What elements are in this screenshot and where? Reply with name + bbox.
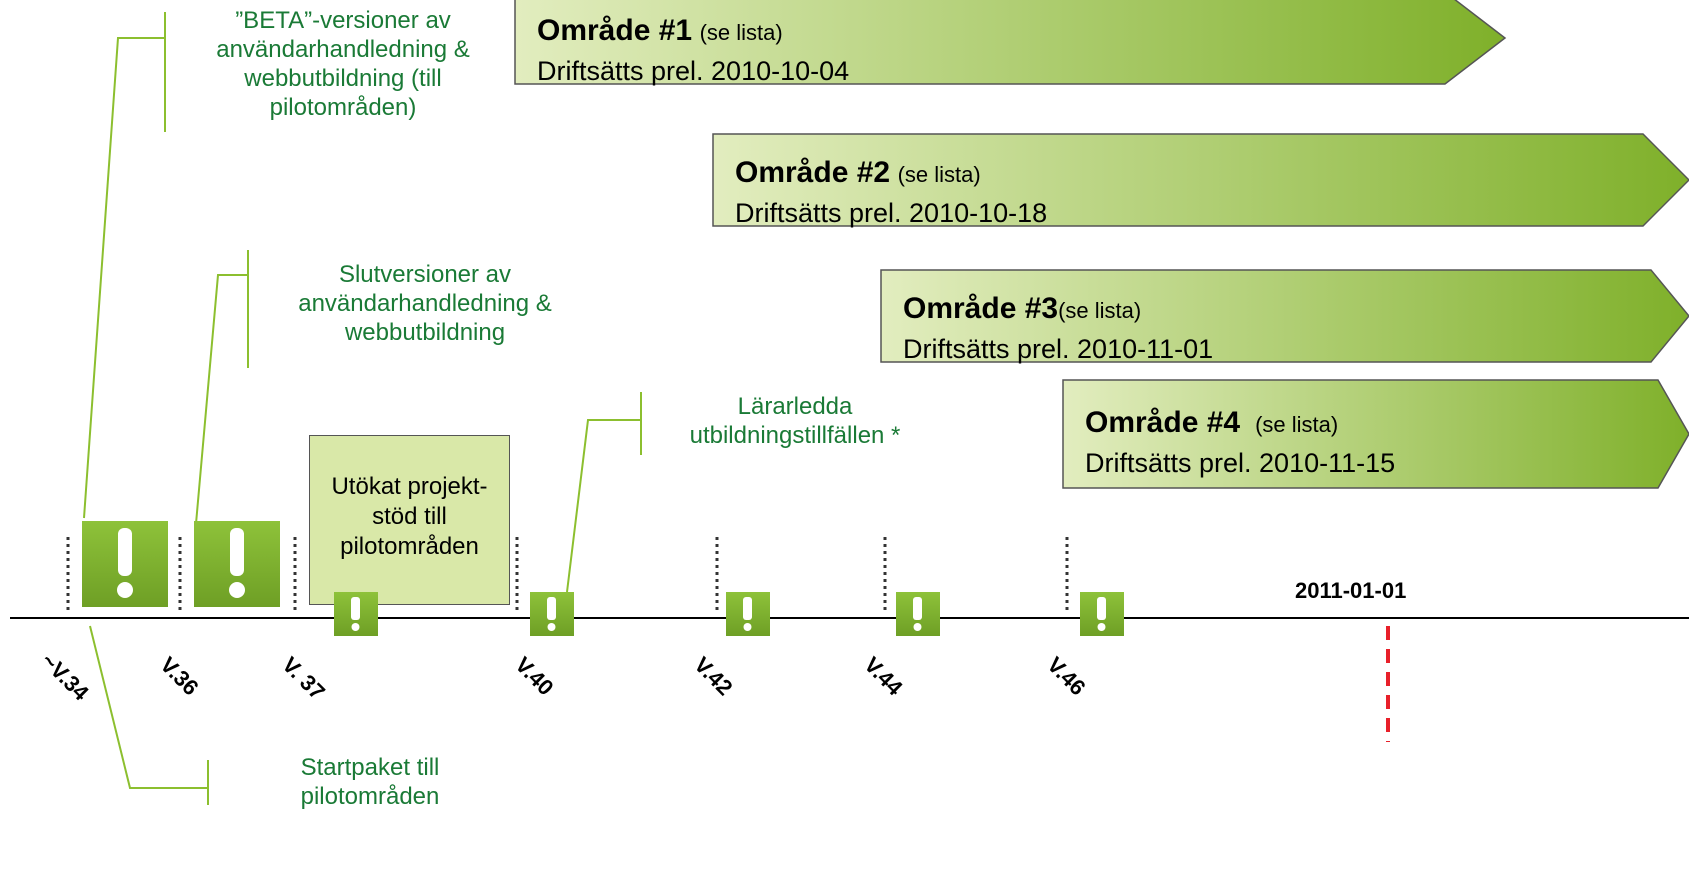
support-box: Utökat projekt-stöd till pilotområden — [309, 435, 510, 605]
area-arrow-2: Område #2 (se lista) Driftsätts prel. 201… — [712, 133, 1689, 228]
area-title: Område #1 — [537, 14, 693, 47]
deadline-label: 2011-01-01 — [1295, 578, 1407, 603]
area-arrow-1: Område #1 (se lista) Driftsätts prel. 201… — [514, 0, 1507, 86]
area-note: (se lista) — [699, 20, 783, 45]
callout-teacher-led: Lärarledda utbildningstillfällen * — [689, 393, 901, 449]
area-date: Driftsätts prel. 2010-11-01 — [903, 334, 1214, 364]
area-title: Område #3 — [903, 292, 1059, 325]
callout-connectors — [83, 12, 642, 805]
area-arrow-3: Område #3(se lista) Driftsätts prel. 2010… — [880, 269, 1689, 364]
area-note: (se lista) — [897, 162, 981, 187]
exclamation-icon — [896, 592, 940, 636]
exclamation-icon — [1080, 592, 1124, 636]
area-title: Område #4 — [1085, 406, 1241, 439]
week-markers — [66, 537, 1069, 612]
area-date: Driftsätts prel. 2010-10-18 — [735, 198, 1048, 228]
callout-startpaket: Startpaket till pilotområden — [300, 754, 440, 810]
area-note: (se lista) — [1058, 298, 1142, 323]
callout-beta: ”BETA”-versioner av användarhandledning … — [216, 7, 470, 121]
exclamation-icon — [334, 592, 378, 636]
exclamation-icon — [194, 521, 280, 607]
area-date: Driftsätts prel. 2010-10-04 — [537, 56, 850, 86]
callout-final: Slutversioner av användarhandledning & w… — [298, 261, 552, 346]
area-date: Driftsätts prel. 2010-11-15 — [1085, 448, 1396, 478]
area-arrow-4: Område #4 (se lista) Driftsätts prel. 201… — [1062, 379, 1689, 489]
exclamation-icon — [530, 592, 574, 636]
area-note: (se lista) — [1255, 412, 1339, 437]
exclamation-icon — [82, 521, 168, 607]
exclamation-icon — [726, 592, 770, 636]
area-title: Område #2 — [735, 156, 891, 189]
